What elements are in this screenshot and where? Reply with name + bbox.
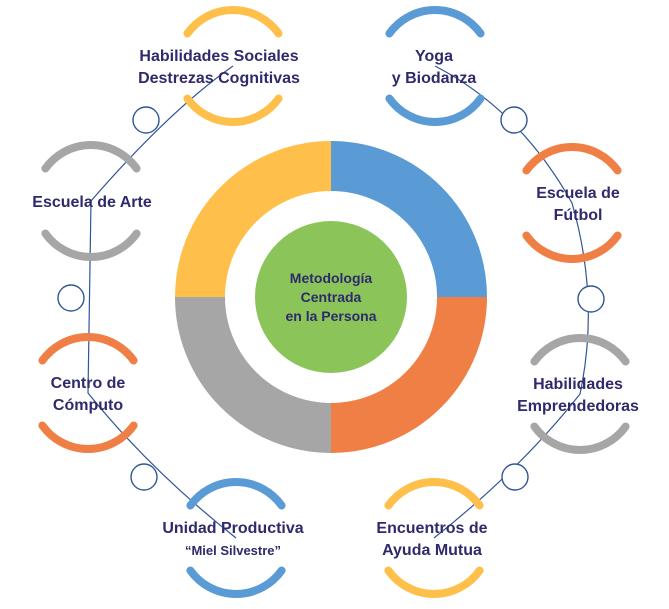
ring-segment-yellow xyxy=(175,141,332,298)
node-yoga: Yoga y Biodanza xyxy=(385,6,485,126)
node-ring-bottom xyxy=(385,94,485,126)
node-label-line-2: Cómputo xyxy=(53,397,123,414)
node-unidad-productiva: Unidad Productiva “Miel Silvestre” xyxy=(162,478,304,598)
ring-segment-gray xyxy=(175,296,332,453)
node-label-line-1: Habilidades xyxy=(533,376,623,393)
node-label-line-1: Escuela de xyxy=(536,185,620,202)
node-ring-top xyxy=(183,6,283,38)
node-ring-bottom xyxy=(530,422,630,454)
node-ring-top xyxy=(530,334,630,366)
node-escuela-arte: Escuela de Arte xyxy=(32,141,152,261)
node-label-line-1: Habilidades Sociales xyxy=(139,48,298,65)
node-ring-bottom xyxy=(38,421,138,453)
node-ring-top xyxy=(38,333,138,365)
node-ring-bottom xyxy=(41,229,141,261)
ring-segment-blue xyxy=(330,141,487,298)
node-ring-bottom xyxy=(183,94,283,126)
node-escuela-futbol: Escuela de Fútbol xyxy=(522,143,622,263)
node-ring-top xyxy=(384,478,484,510)
node-ring-bottom xyxy=(384,566,484,598)
node-ring-top xyxy=(41,141,141,173)
node-label-line-2: y Biodanza xyxy=(392,70,477,87)
center-label-line-1: Metodología xyxy=(290,270,373,286)
node-label-line-2: Ayuda Mutua xyxy=(382,542,482,559)
node-label-line-2: Destrezas Cognitivas xyxy=(138,70,300,87)
node-label-line-1: Encuentros de xyxy=(376,520,487,537)
node-label-line-2: “Miel Silvestre” xyxy=(185,543,281,558)
node-centro-computo: Centro de Cómputo xyxy=(38,333,138,453)
node-ring-bottom xyxy=(186,566,286,598)
node-label-line-1: Escuela de Arte xyxy=(32,194,152,211)
node-label-line-1: Centro de xyxy=(51,375,126,392)
node-ring-top xyxy=(186,478,286,510)
ring-segment-orange xyxy=(330,296,487,453)
connector-node-1 xyxy=(132,106,160,134)
center-disc xyxy=(255,221,407,373)
center-label-line-2: Centrada xyxy=(301,289,362,305)
connectors xyxy=(57,65,605,539)
node-ring-top xyxy=(385,6,485,38)
center-label-line-3: en la Persona xyxy=(285,308,376,324)
node-label-line-2: Emprendedoras xyxy=(517,398,639,415)
node-ring-bottom xyxy=(522,231,622,263)
node-label-line-1: Yoga xyxy=(415,48,453,65)
node-ring-top xyxy=(522,143,622,175)
node-encuentros: Encuentros de Ayuda Mutua xyxy=(376,478,488,598)
connector-node-2 xyxy=(500,106,528,134)
connector-node-6 xyxy=(57,284,85,312)
node-label-line-1: Unidad Productiva xyxy=(162,520,303,537)
connector-node-3 xyxy=(577,285,605,313)
node-label-line-2: Fútbol xyxy=(554,207,603,224)
center-ring xyxy=(175,141,487,453)
connector-node-5 xyxy=(130,463,158,491)
connector-node-4 xyxy=(501,463,529,491)
